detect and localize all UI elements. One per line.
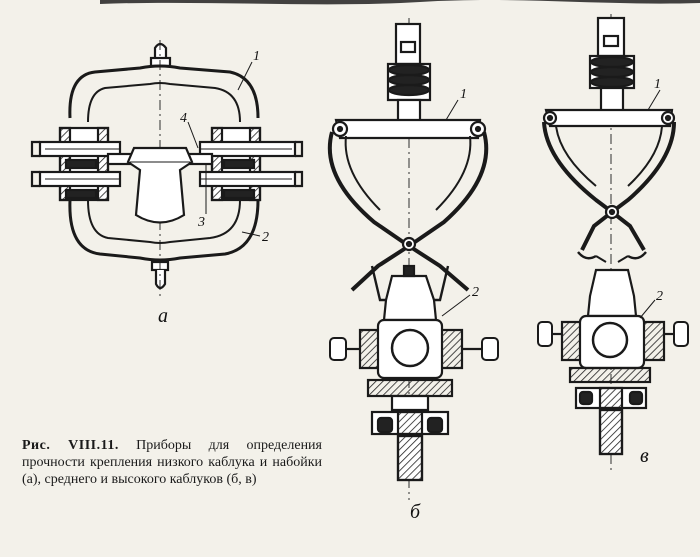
device-a	[30, 40, 304, 300]
sublabel-b: б	[410, 501, 421, 523]
device-b	[327, 18, 499, 500]
sublabel-c: в	[640, 445, 649, 467]
label-c-part1: 1	[654, 77, 661, 92]
device-c	[537, 14, 689, 470]
label-c-part2: 2	[656, 289, 663, 304]
label-a-part3: 3	[197, 215, 205, 230]
label-a-part1: 1	[253, 49, 260, 64]
sublabel-a: а	[158, 305, 168, 327]
label-b-part1: 1	[460, 87, 467, 102]
label-b-part2: 2	[472, 285, 479, 300]
label-a-part4: 4	[180, 111, 187, 126]
caption-label: Рис. VIII.11.	[22, 438, 119, 453]
figure-caption: Рис. VIII.11. Приборы для определения пр…	[22, 437, 322, 488]
caption-text: Приборы для определения прочности крепле…	[22, 438, 322, 487]
label-a-part2: 2	[262, 230, 269, 245]
